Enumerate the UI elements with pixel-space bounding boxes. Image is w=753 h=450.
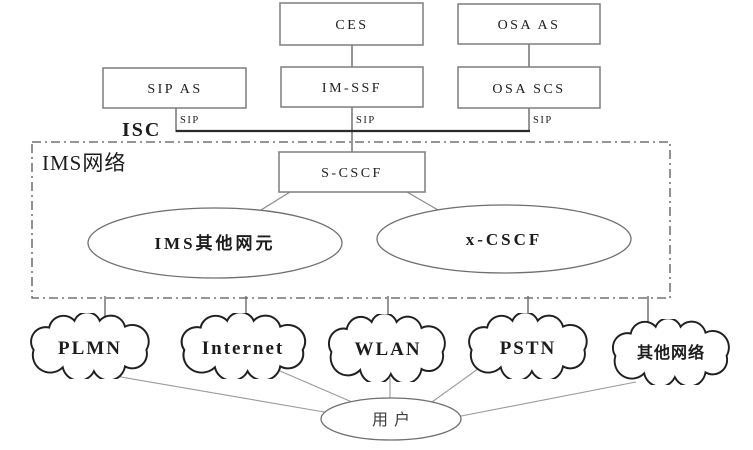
- ims-network-border: [31, 141, 671, 299]
- link-internet-user: [279, 370, 353, 403]
- plmn-cloud: PLMN: [30, 313, 150, 379]
- sip-as-box: SIP AS: [102, 67, 247, 109]
- x-cscf-ellipse: x-CSCF: [376, 204, 632, 274]
- ims-other-shape: [87, 207, 343, 279]
- osa-as-rect: [457, 3, 601, 45]
- pstn-cloud: PSTN: [468, 313, 588, 379]
- internet-cloud: Internet: [180, 313, 307, 379]
- ces-label: CES: [335, 18, 368, 33]
- user-ellipse: 用户: [320, 397, 462, 441]
- link-pstn-user: [431, 365, 483, 403]
- wlan-cloud: WLAN: [327, 314, 446, 382]
- other-network-cloud: 其他网络: [611, 319, 730, 385]
- im-ssf-box: IM-SSF: [280, 66, 424, 108]
- sip-interface-label-1: SIP: [180, 115, 200, 126]
- other-network-label: 其他网络: [637, 343, 705, 362]
- osa-scs-rect: [457, 66, 601, 109]
- user-shape: [320, 397, 462, 441]
- x-cscf-shape: [376, 204, 632, 274]
- s-cscf-rect: [278, 151, 426, 193]
- ims-network-label: IMS网络: [42, 151, 126, 175]
- link-other-user: [455, 381, 637, 418]
- wlan-label: WLAN: [354, 339, 421, 360]
- s-cscf-label: S-CSCF: [321, 166, 383, 181]
- ims-other-ellipse: IMS其他网元: [87, 207, 343, 279]
- x-cscf-label: x-CSCF: [466, 230, 543, 249]
- ces-rect: [279, 2, 424, 46]
- im-ssf-label: IM-SSF: [322, 81, 382, 96]
- pstn-label: PSTN: [500, 338, 557, 359]
- s-cscf-box: S-CSCF: [278, 151, 426, 193]
- plmn-label: PLMN: [58, 338, 122, 359]
- osa-as-box: OSA AS: [457, 3, 601, 45]
- ces-box: CES: [279, 2, 424, 46]
- im-ssf-rect: [280, 66, 424, 108]
- user-label: 用户: [372, 411, 416, 429]
- sip-as-label: SIP AS: [147, 82, 202, 97]
- internet-label: Internet: [202, 338, 284, 359]
- sip-interface-label-3: SIP: [533, 115, 553, 126]
- osa-as-label: OSA AS: [498, 18, 561, 33]
- sip-as-rect: [102, 67, 247, 109]
- link-scscf-imsother: [260, 191, 291, 211]
- ims-other-label: IMS其他网元: [154, 233, 275, 253]
- osa-scs-box: OSA SCS: [457, 66, 601, 109]
- sip-interface-label-2: SIP: [356, 115, 376, 126]
- isc-interface-label: ISC: [122, 119, 161, 141]
- link-plmn-user: [114, 375, 331, 414]
- osa-scs-label: OSA SCS: [492, 82, 565, 97]
- link-scscf-xcscf: [406, 191, 439, 211]
